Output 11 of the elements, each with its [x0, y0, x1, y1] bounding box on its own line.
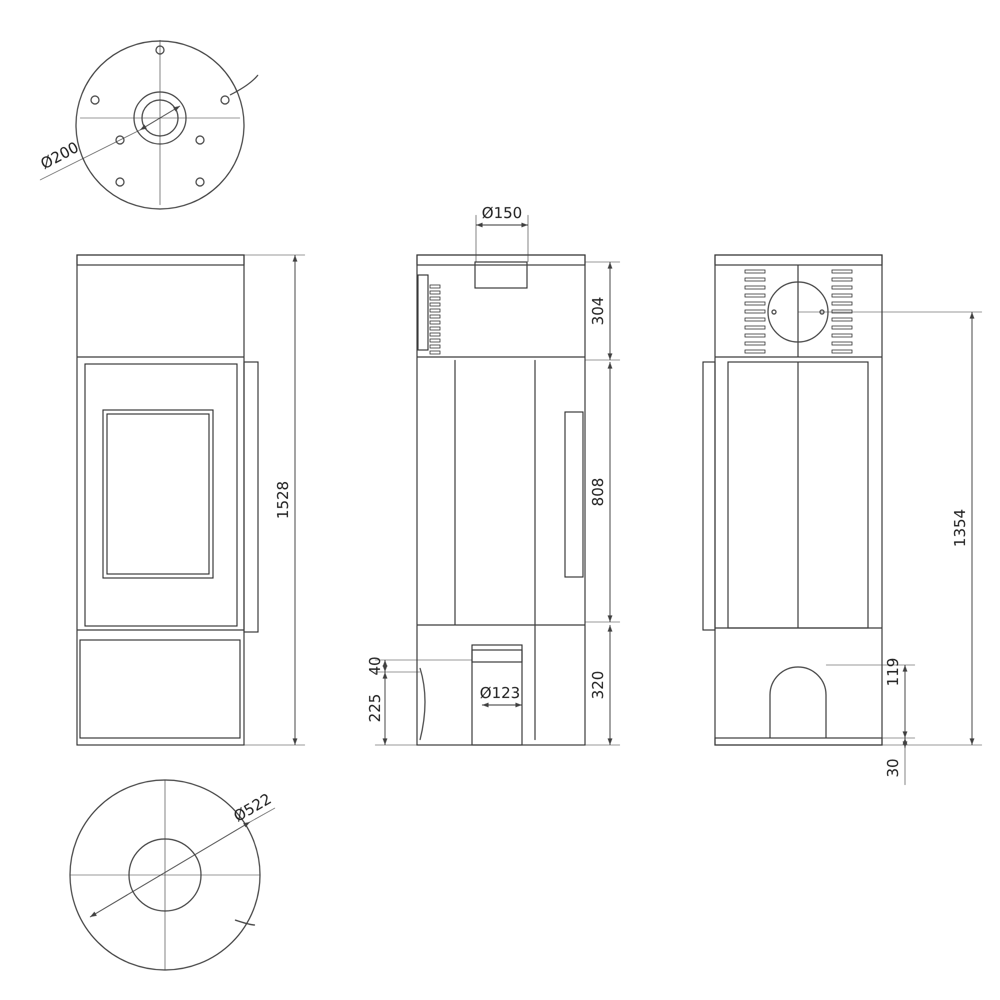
- dimension-label: 304: [589, 296, 607, 326]
- dimension-label: Ø150: [482, 204, 522, 222]
- dimension-label: 320: [589, 670, 607, 700]
- dimension-label: 40: [366, 656, 384, 676]
- dimension-label: 30: [884, 758, 902, 778]
- dimension-label: 808: [589, 478, 607, 506]
- dimension-label: 1528: [274, 480, 292, 520]
- dimension-label: Ø123: [480, 684, 520, 702]
- dimension-label: 119: [884, 658, 902, 686]
- dimension-label: 1354: [951, 508, 969, 548]
- dimension-label: 225: [366, 694, 384, 722]
